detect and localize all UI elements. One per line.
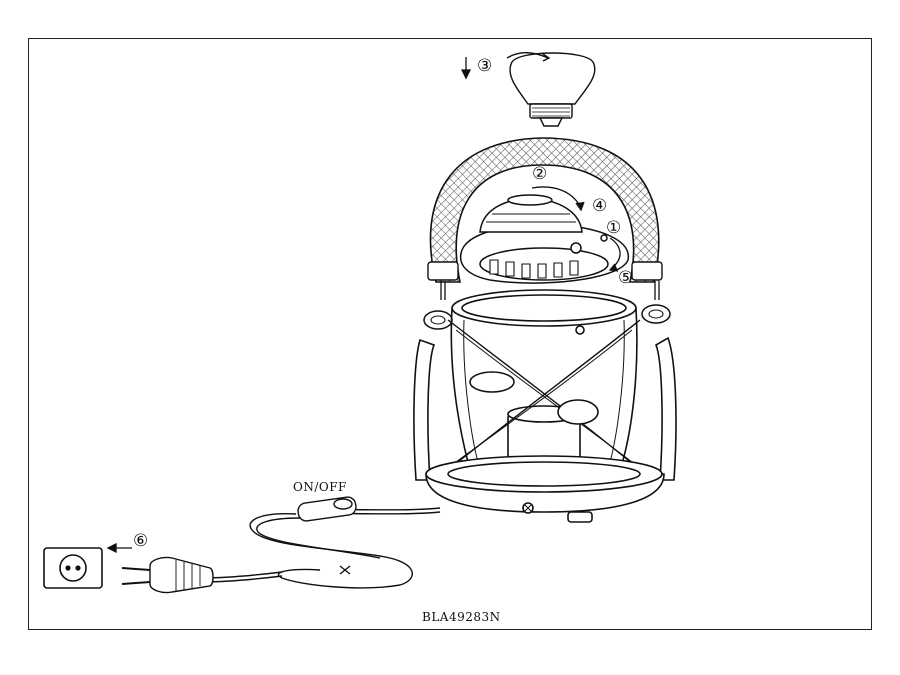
drawing-frame [28, 38, 872, 630]
power-plug [121, 556, 214, 594]
rotate-arrow-icons [531, 186, 621, 272]
light-bulb [506, 52, 596, 127]
inline-switch [297, 496, 357, 522]
step-marker-1: ① [606, 218, 622, 238]
down-arrow-icon [460, 57, 472, 80]
step-marker-2: ② [532, 164, 548, 184]
step-marker-5: ⑤ [618, 268, 634, 288]
wall-socket [43, 547, 103, 589]
step-marker-6: ⑥ [133, 531, 149, 551]
step-marker-3: ③ [477, 56, 493, 76]
lamp-lid [459, 194, 629, 284]
lantern-body [413, 289, 677, 523]
model-code: BLA49283N [422, 610, 501, 624]
power-cable [199, 507, 441, 589]
step-marker-4: ④ [592, 196, 608, 216]
switch-label: ON/OFF [293, 480, 347, 494]
left-arrow-icon [106, 542, 132, 554]
rope-handle [423, 137, 671, 330]
